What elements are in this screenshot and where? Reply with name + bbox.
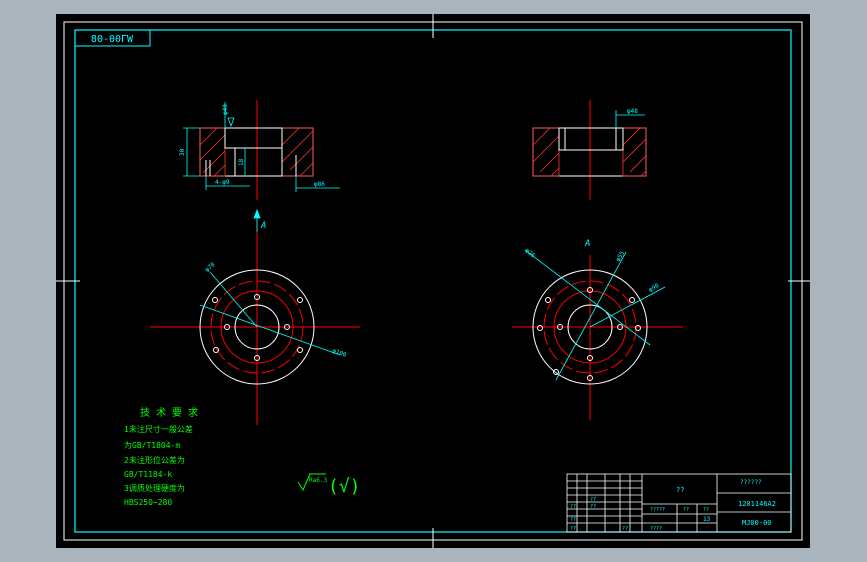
cell-0: ????? [650, 507, 665, 513]
cell-5: ?? [590, 504, 596, 510]
school-label: ?????? [740, 479, 762, 486]
title-block-text: ?? ?????? 1201146A2 MJ00-00 ????? ?? ?? … [570, 479, 776, 532]
technical-requirements: 技 术 要 求 1未注尺寸一般公差 为GB/T1804-m 2未注形位公差为 G… [124, 406, 198, 507]
dim-top-right: φ48 [627, 108, 638, 115]
title-tab-text: 80-00ΓW [91, 34, 134, 45]
tech-title: 技 术 要 求 [140, 406, 198, 419]
title-block [566, 473, 792, 533]
left-section-view: φ40 30 4-φ9 φ86 18 [179, 100, 340, 200]
dim-circle-far-right: φ90 [648, 282, 661, 294]
tech-line-6: HBS250~280 [124, 498, 172, 507]
dim-bottom-right: φ86 [314, 181, 325, 188]
right-section-view: φ48 [532, 100, 647, 200]
cell-10: ?? [590, 497, 596, 503]
cell-3: ???? [650, 526, 662, 532]
cell-6: ?? [570, 517, 576, 523]
drawing-number: MJ00-00 [742, 519, 772, 527]
dim-bottom-left: 4-φ9 [215, 179, 230, 186]
code-text: 1201146A2 [738, 500, 776, 508]
dim-side-height: 30 [179, 148, 186, 156]
left-plan-view: A φ70 φ100 [150, 208, 360, 425]
tech-line-1: 1未注尺寸一般公差 [124, 424, 193, 434]
tech-line-3: 2未注形位公差为 [124, 455, 185, 465]
cell-9: ?? [622, 526, 628, 532]
roughness-other: (√) [328, 476, 361, 497]
tech-line-5: 3调质处理硬度为 [124, 483, 185, 493]
roughness-value: Ra6.3 [309, 477, 327, 484]
dim-mid-height: 18 [238, 158, 245, 166]
centering-marks [56, 14, 810, 548]
cell-8: 13 [703, 516, 711, 523]
view-label-left: A [260, 221, 266, 231]
dim-circle-se-left: φ100 [331, 347, 347, 359]
title-tab: 80-00ΓW [74, 29, 151, 47]
dim-circle-ne-right: φ55 [615, 250, 627, 263]
cell-4: ?? [570, 504, 576, 510]
dim-top-left: φ40 [222, 104, 229, 115]
material-label: ?? [676, 486, 684, 494]
roughness-symbol: Ra6.3 (√) [297, 473, 361, 497]
tech-line-2: 为GB/T1804-m [124, 440, 180, 450]
cell-1: ?? [683, 507, 689, 513]
sheet-background [56, 14, 810, 548]
cell-7: ?? [570, 526, 576, 532]
tech-line-4: GB/T1184-k [124, 470, 172, 479]
view-label-right: A [584, 239, 590, 249]
right-plan-view: A φ26 φ55 φ90 [512, 239, 683, 420]
cell-2: ?? [703, 507, 709, 513]
